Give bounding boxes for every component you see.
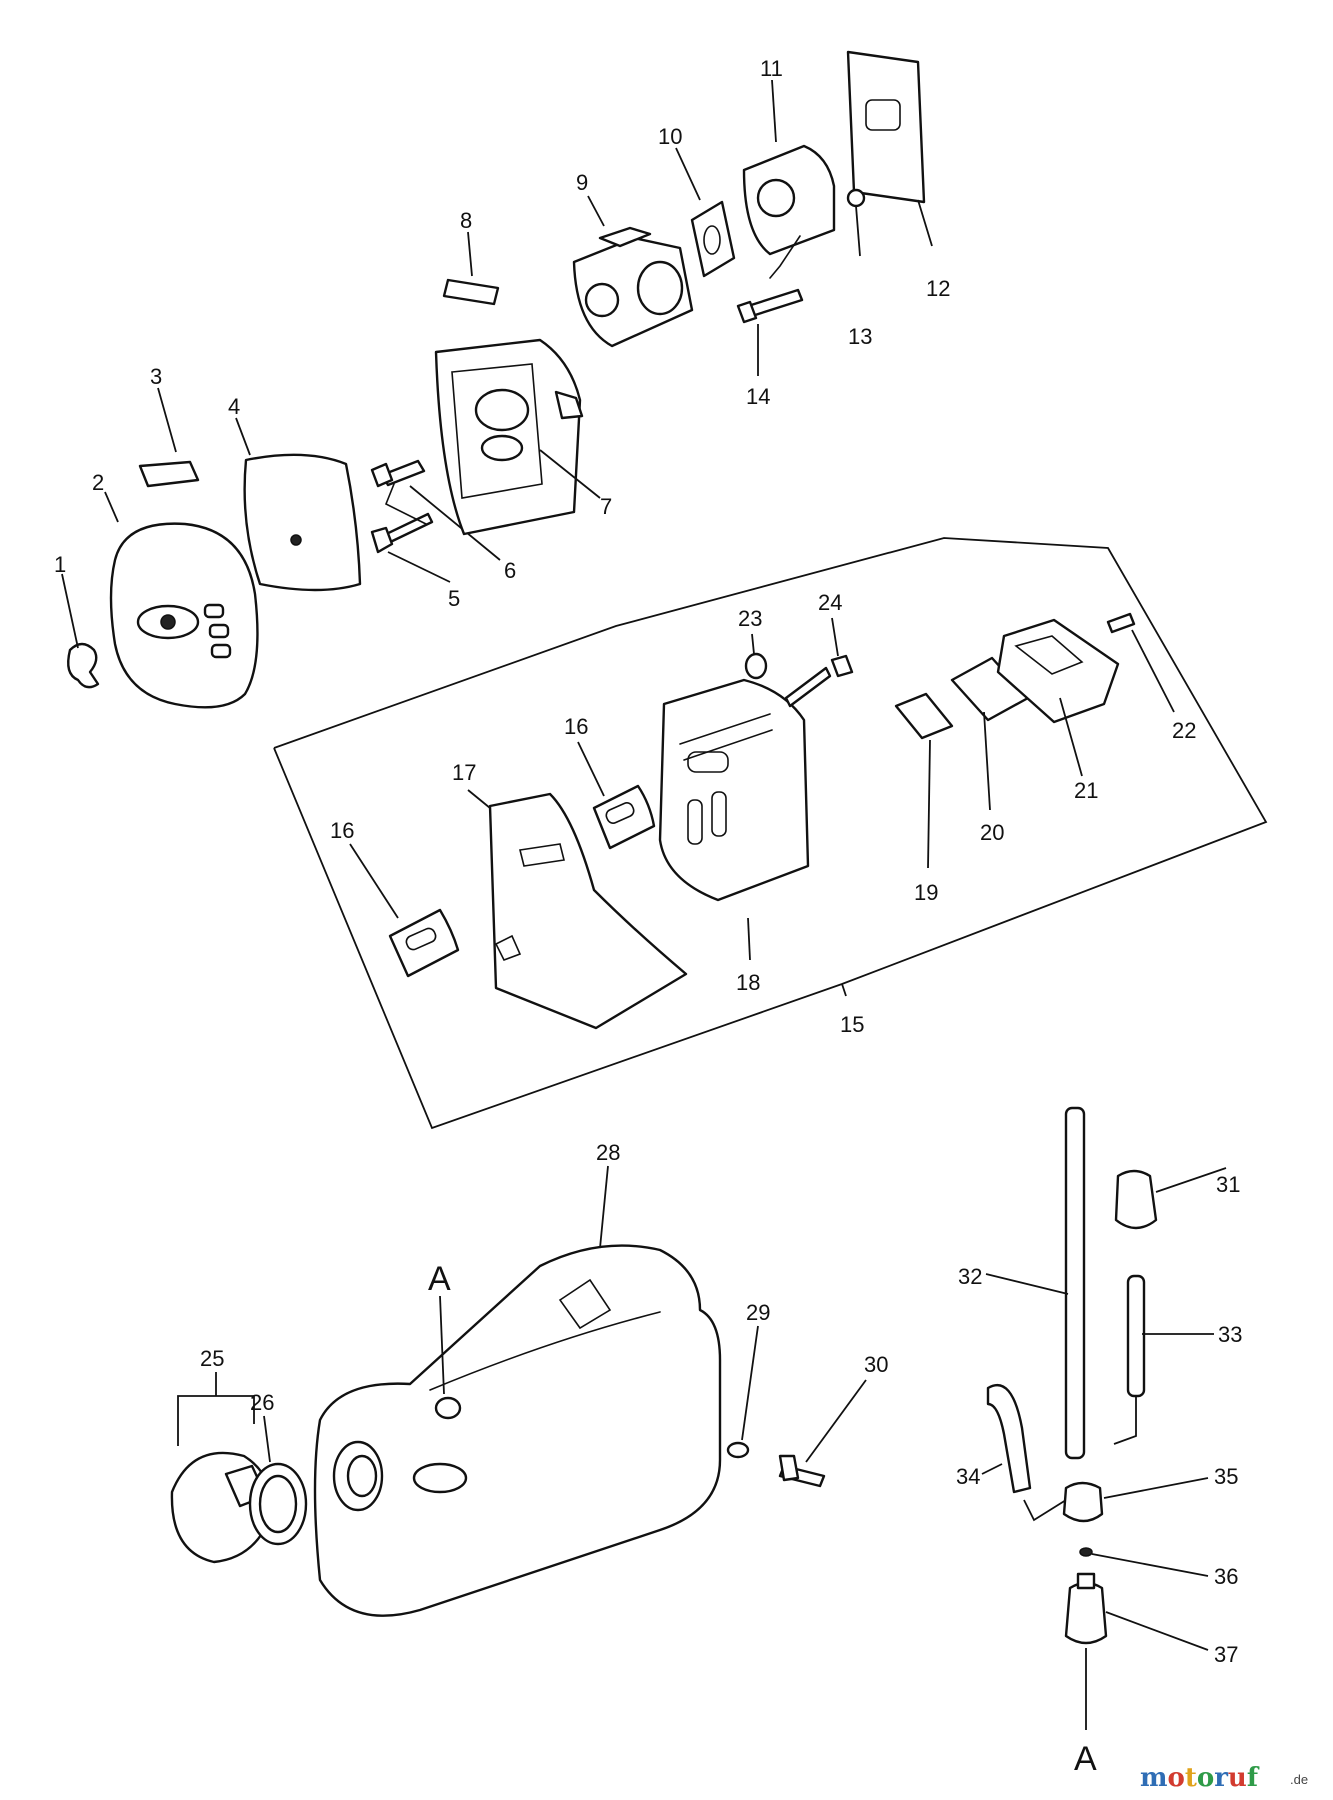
callout-6: 6 <box>504 558 516 583</box>
watermark-letter: m <box>1140 1763 1168 1793</box>
part-18-muffler <box>658 678 810 961</box>
part-26-gasket-ring <box>248 1415 308 1546</box>
watermark-letter: u <box>1228 1763 1247 1793</box>
callout-2: 2 <box>92 470 104 495</box>
callout-36: 36 <box>1214 1564 1238 1589</box>
callout-9: 9 <box>576 170 588 195</box>
watermark-letter: o <box>1168 1763 1185 1793</box>
callout-13: 13 <box>848 324 872 349</box>
callout-16-left: 16 <box>330 818 354 843</box>
part-37-fuel-filter <box>1064 1572 1209 1730</box>
callout-20: 20 <box>980 820 1004 845</box>
callout-35: 35 <box>1214 1464 1238 1489</box>
watermark-letter: t <box>1185 1763 1197 1793</box>
part-14-bolt <box>736 288 804 376</box>
callout-23: 23 <box>738 606 762 631</box>
callout-16-right: 16 <box>564 714 588 739</box>
part-12-spacer-plate <box>846 50 933 247</box>
callout-14: 14 <box>746 384 770 409</box>
part-34-hose <box>981 1383 1067 1522</box>
part-33-tube <box>1113 1274 1214 1445</box>
callout-26: 26 <box>250 1390 274 1415</box>
callout-22: 22 <box>1172 718 1196 743</box>
part-19-plate <box>894 692 954 869</box>
callout-21: 21 <box>1074 778 1098 803</box>
callout-10: 10 <box>658 124 682 149</box>
callout-4: 4 <box>228 394 240 419</box>
callout-24: 24 <box>818 590 842 615</box>
svg-text:motoruf: motoruf <box>1140 1763 1260 1793</box>
part-32-tube <box>985 1106 1086 1460</box>
callout-17: 17 <box>452 760 476 785</box>
callout-15: 15 <box>840 1012 864 1037</box>
part-11-insulator <box>742 79 836 279</box>
callout-3: 3 <box>150 364 162 389</box>
part-6-bracket <box>370 459 501 561</box>
reference-a-tank <box>439 1295 445 1395</box>
part-3-pad <box>138 387 200 488</box>
part-10-carb-gasket <box>675 147 736 278</box>
watermark-letter: r <box>1214 1763 1228 1793</box>
part-4-filter-element <box>235 417 362 592</box>
callout-37: 37 <box>1214 1642 1238 1667</box>
callout-30: 30 <box>864 1352 888 1377</box>
callout-7: 7 <box>600 494 612 519</box>
part-31-filter-cap <box>1114 1167 1227 1230</box>
part-28-fuel-tank <box>313 1165 722 1617</box>
muffler-assembly-boundary <box>273 537 1268 1130</box>
callout-1: 1 <box>54 552 66 577</box>
watermark-letter: f <box>1247 1763 1260 1793</box>
watermark-suffix: .de <box>1290 1772 1308 1787</box>
reference-a-bottom: A <box>1074 1740 1097 1778</box>
part-36-ring <box>1079 1547 1209 1577</box>
callout-12: 12 <box>926 276 950 301</box>
callout-25: 25 <box>200 1346 224 1371</box>
part-23-washer <box>744 633 768 680</box>
part-13-clip <box>846 188 866 257</box>
callout-5: 5 <box>448 586 460 611</box>
watermark-letter: o <box>1197 1763 1214 1793</box>
part-1-wing-nut <box>61 573 100 689</box>
part-29-washer <box>726 1325 759 1459</box>
callout-8: 8 <box>460 208 472 233</box>
part-17-heat-shield <box>467 789 688 1030</box>
part-16-gasket-right <box>577 741 656 850</box>
part-9-carburetor <box>572 195 694 348</box>
part-8-gasket <box>442 231 500 306</box>
part-21-exhaust-flange <box>996 618 1120 777</box>
callout-32: 32 <box>958 1264 982 1289</box>
part-7-filter-base <box>434 338 601 536</box>
part-5-screw <box>370 512 451 583</box>
motoruf-watermark: motoruf .de <box>1140 1763 1308 1793</box>
callout-11: 11 <box>760 56 783 81</box>
callout-29: 29 <box>746 1300 770 1325</box>
part-35-filter-base <box>1062 1477 1209 1523</box>
part-24-bolt <box>784 617 854 708</box>
callout-18: 18 <box>736 970 760 995</box>
callout-33: 33 <box>1218 1322 1242 1347</box>
callout-19: 19 <box>914 880 938 905</box>
part-25-bracket <box>177 1372 255 1446</box>
part-30-bolt <box>778 1379 867 1488</box>
callout-28: 28 <box>596 1140 620 1165</box>
callout-34: 34 <box>956 1464 980 1489</box>
reference-a-top: A <box>428 1260 451 1298</box>
part-22-screw <box>1106 612 1175 713</box>
callout-31: 31 <box>1216 1172 1240 1197</box>
part-2-filter-cover <box>104 491 259 709</box>
part-16-gasket-left <box>349 843 460 978</box>
